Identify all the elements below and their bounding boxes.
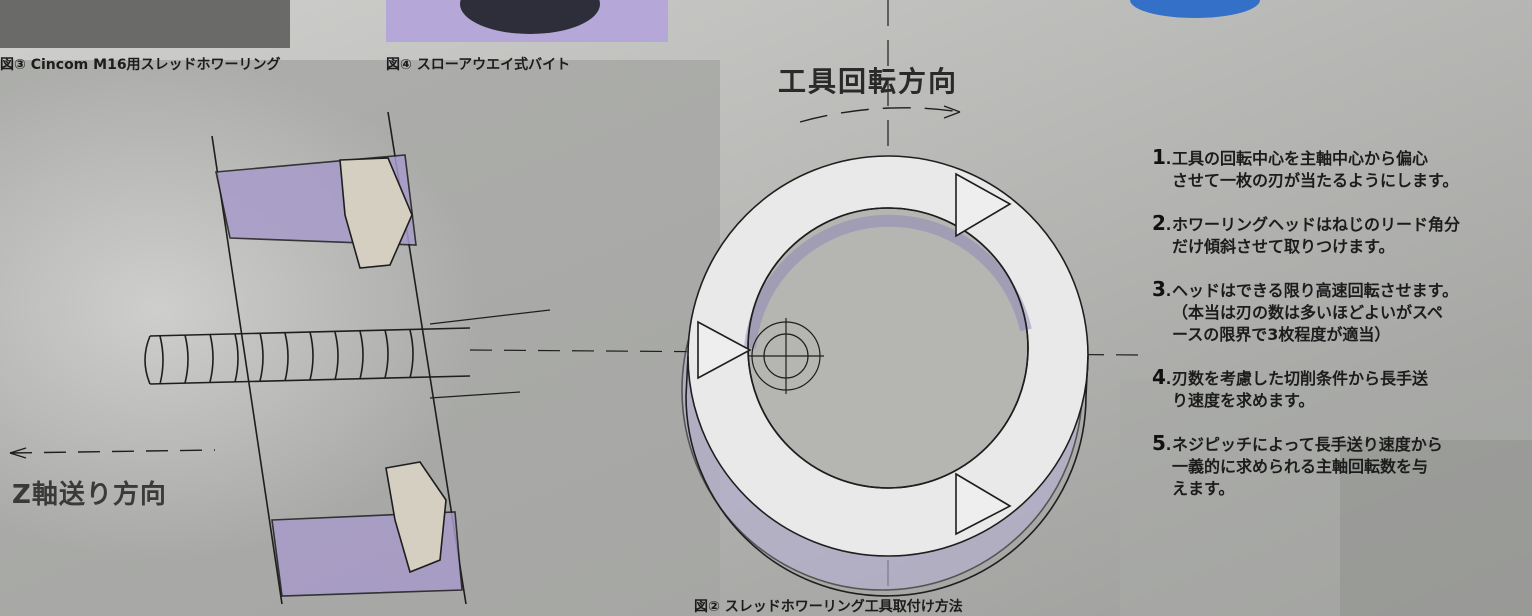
step-line: ースの限界で3枚程度が適当）: [1172, 325, 1391, 344]
step-item: 4刃数を考慮した切削条件から長手送り速度を求めます。: [1152, 366, 1528, 412]
step-number: 1: [1152, 146, 1171, 171]
top-photo-blue-part: [1130, 0, 1260, 18]
workpiece-edge: [429, 309, 551, 325]
step-item: 1工具の回転中心を主軸中心から偏心させて一枚の刃が当たるようにします。: [1152, 146, 1528, 192]
caption-fig4: 図④ スローアウエイ式バイト: [386, 57, 571, 73]
top-photo-fig3: [0, 0, 290, 48]
step-number: 3: [1152, 278, 1171, 303]
caption-fig3: 図③ Cincom M16用スレッドホワーリング: [0, 57, 281, 73]
step-line: （本当は刃の数は多いほどよいがスペ: [1172, 303, 1443, 322]
step-line: させて一枚の刃が当たるようにします。: [1172, 171, 1459, 190]
step-line: だけ傾斜させて取りつけます。: [1172, 237, 1395, 256]
cutter-insert-left: [697, 320, 752, 380]
tool-holder-left-edge: [211, 135, 283, 605]
step-line: えます。: [1172, 479, 1235, 498]
caption-fig2: 図② スレッドホワーリング工具取付け方法: [694, 599, 963, 615]
step-number: 5: [1152, 432, 1171, 457]
step-line: ヘッドはできる限り高速回転させます。: [1172, 281, 1459, 300]
screw-thread: [144, 327, 471, 385]
rotation-direction-label: 工具回転方向: [778, 65, 959, 98]
procedure-steps: 1工具の回転中心を主軸中心から偏心させて一枚の刃が当たるようにします。 2ホワーリ…: [1152, 146, 1528, 522]
step-item: 5ネジピッチによって長手送り速度から一義的に求められる主軸回転数を与えます。: [1152, 432, 1528, 500]
step-line: ホワーリングヘッドはねじのリード角分: [1172, 215, 1461, 234]
spindle-center-mark: [748, 318, 824, 394]
step-item: 2ホワーリングヘッドはねじのリード角分だけ傾斜させて取りつけます。: [1152, 212, 1528, 258]
ring-inner: [747, 207, 1029, 489]
step-number: 4: [1152, 366, 1171, 391]
cutter-insert-bottom: [955, 472, 1012, 536]
rotation-arrow: [799, 107, 961, 123]
z-feed-direction-label: Z軸送り方向: [12, 480, 167, 510]
step-line: 刃数を考慮した切削条件から長手送: [1172, 369, 1429, 388]
cutter-insert-top: [955, 172, 1012, 238]
step-number: 2: [1152, 212, 1171, 237]
upper-insert: [339, 157, 413, 269]
step-line: 工具の回転中心を主軸中心から偏心: [1172, 149, 1429, 168]
step-item: 3ヘッドはできる限り高速回転させます。 （本当は刃の数は多いほどよいがスペースの限…: [1152, 278, 1528, 346]
step-line: 一義的に求められる主軸回転数を与: [1172, 457, 1429, 476]
step-line: り速度を求めます。: [1172, 391, 1315, 410]
z-feed-arrow: [9, 449, 216, 454]
lower-insert: [385, 461, 447, 574]
step-line: ネジピッチによって長手送り速度から: [1172, 435, 1443, 454]
top-photo-fig4-dark: [460, 0, 600, 34]
